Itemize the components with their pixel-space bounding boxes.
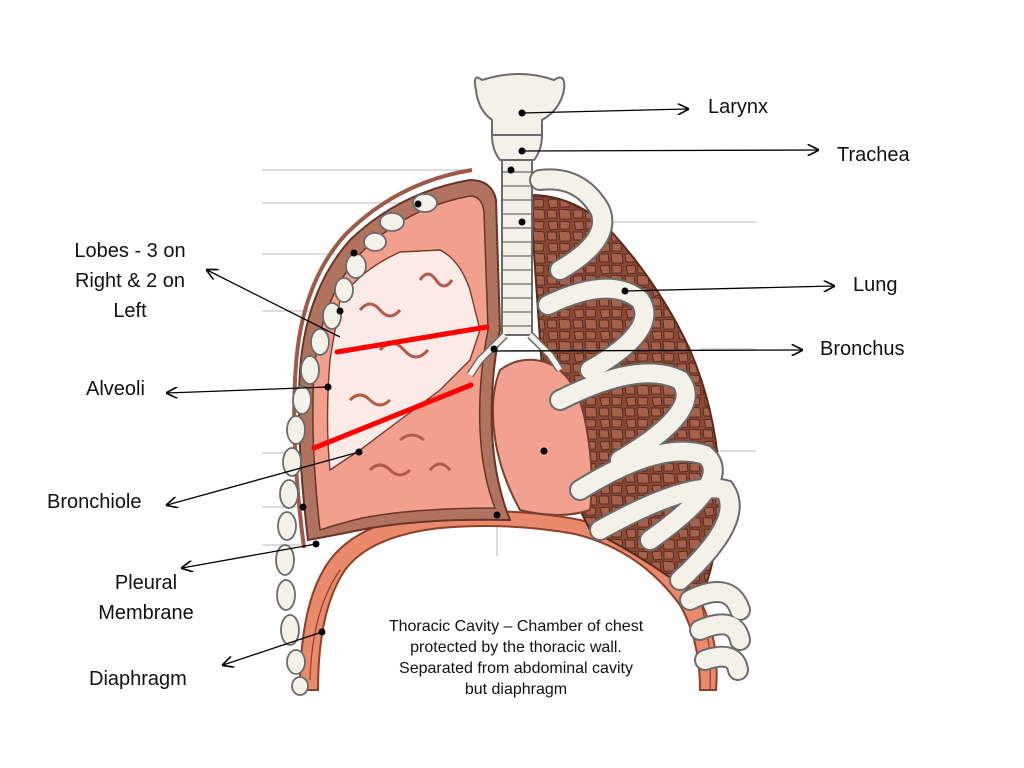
label-lobes: Lobes - 3 on Right & 2 on Left	[52, 236, 208, 326]
label-lobes-line-2: Right & 2 on	[74, 270, 186, 292]
label-pleural-membrane: Pleural Membrane	[78, 568, 214, 628]
rib-cage	[529, 168, 751, 681]
label-larynx: Larynx	[708, 96, 769, 118]
pointer-dots	[299, 109, 629, 636]
thoracic-cavity-caption: Thoracic Cavity – Chamber of chest prote…	[388, 618, 644, 698]
label-bronchiole: Bronchiole	[47, 491, 142, 513]
label-pleural-line-2: Membrane	[98, 602, 194, 624]
label-lung: Lung	[853, 274, 898, 296]
leader-lines	[167, 109, 834, 665]
label-alveoli: Alveoli	[86, 378, 145, 400]
airway	[466, 73, 566, 378]
label-trachea: Trachea	[837, 144, 910, 166]
cut-ribs	[275, 193, 438, 696]
label-lobes-line-1: Lobes - 3 on	[74, 240, 186, 262]
label-diaphragm: Diaphragm	[89, 668, 187, 690]
label-pleural-line-1: Pleural	[114, 572, 178, 594]
lobe-dividers	[311, 324, 490, 451]
label-bronchus: Bronchus	[820, 338, 905, 360]
label-lobes-line-3: Left	[113, 300, 147, 322]
